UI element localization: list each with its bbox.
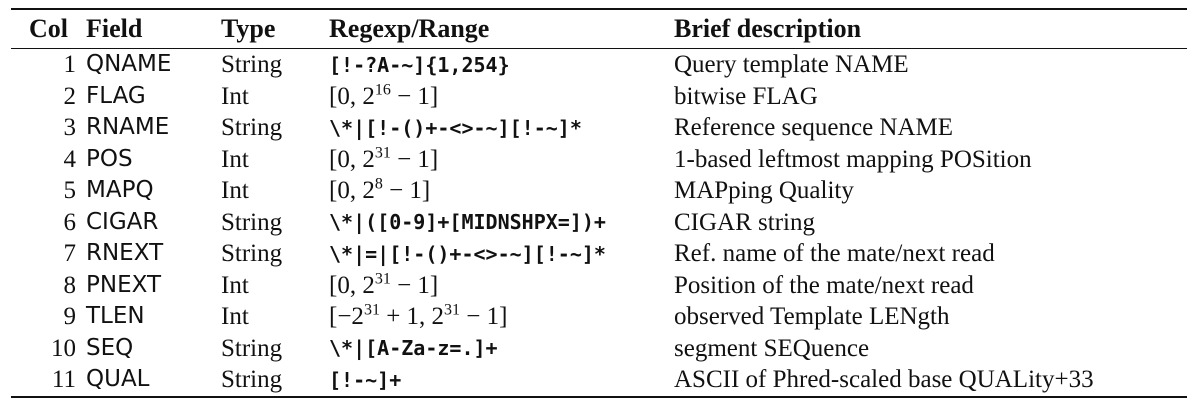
cell-description: Reference sequence NAME (674, 114, 954, 142)
cell-field: PNEXT (86, 271, 162, 298)
cell-description: observed Template LENgth (674, 303, 950, 331)
cell-regexp: \*|[!-()+-<>-~][!-~]* (329, 115, 582, 140)
cell-range: [0, 28 − 1] (329, 175, 674, 207)
cell-type: String (221, 51, 283, 79)
cell-description: Ref. name of the mate/next read (674, 240, 995, 268)
table-row: 7 RNEXT String \*|=|[!-()+-<>-~][!-~]* R… (11, 238, 1187, 270)
table-row: 2 FLAG Int [0, 216 − 1] bitwise FLAG (11, 81, 1187, 113)
cell-field: TLEN (86, 303, 145, 330)
range-base: [0, 2 (329, 177, 375, 205)
cell-type: Int (221, 82, 249, 110)
table-body: 1 QNAME String [!-?A-~]{1,254} Query tem… (11, 49, 1187, 397)
cell-col: 3 (63, 114, 77, 142)
cell-description: bitwise FLAG (674, 82, 818, 110)
range-base: [0, 2 (329, 271, 375, 299)
cell-field: MAPQ (86, 177, 154, 204)
cell-field: SEQ (86, 334, 134, 361)
cell-col: 8 (63, 271, 77, 299)
cell-col: 9 (63, 303, 77, 331)
cell-col: 4 (63, 145, 77, 173)
table-row: 1 QNAME String [!-?A-~]{1,254} Query tem… (11, 49, 1187, 81)
cell-field: POS (86, 145, 133, 172)
cell-description: Position of the mate/next read (674, 271, 974, 299)
header-field: Field (86, 14, 143, 43)
range-tail: − 1] (390, 145, 439, 173)
cell-col: 10 (51, 334, 76, 362)
cell-field: QUAL (86, 366, 150, 393)
cell-type: String (221, 208, 283, 236)
range-exponent: 8 (374, 175, 383, 193)
cell-type: String (221, 240, 283, 268)
cell-description: ASCII of Phred-scaled base QUALity+33 (674, 366, 1094, 394)
table-row: 11 QUAL String [!-~]+ ASCII of Phred-sca… (11, 364, 1187, 397)
cell-field: RNEXT (86, 240, 164, 267)
cell-description: 1-based leftmost mapping POSition (674, 145, 1032, 173)
cell-type: Int (221, 303, 249, 331)
cell-type: Int (221, 177, 249, 205)
cell-field: RNAME (86, 114, 170, 141)
cell-type: String (221, 114, 283, 142)
cell-col: 7 (63, 240, 77, 268)
cell-range: [−231 + 1, 231 − 1] (329, 301, 674, 333)
cell-range: [0, 216 − 1] (329, 81, 674, 113)
cell-col: 11 (51, 366, 76, 394)
cell-type: String (221, 334, 283, 362)
cell-regexp: \*|[A-Za-z=.]+ (329, 336, 498, 361)
range-exponent: 31 (374, 270, 391, 288)
table-row: 8 PNEXT Int [0, 231 − 1] Position of the… (11, 270, 1187, 302)
cell-col: 2 (63, 82, 77, 110)
table-row: 9 TLEN Int [−231 + 1, 231 − 1] observed … (11, 301, 1187, 333)
range-exponent: 31 (363, 301, 380, 319)
cell-regexp: [!-~]+ (329, 367, 402, 392)
cell-field: CIGAR (86, 208, 159, 235)
header-col: Col (29, 14, 68, 43)
cell-regexp: \*|([0-9]+[MIDNSHPX=])+ (329, 210, 606, 235)
cell-type: String (221, 366, 283, 394)
table-row: 5 MAPQ Int [0, 28 − 1] MAPping Quality (11, 175, 1187, 207)
table-row: 4 POS Int [0, 231 − 1] 1-based leftmost … (11, 144, 1187, 176)
cell-regexp: \*|=|[!-()+-<>-~][!-~]* (329, 241, 606, 266)
table-header: Col Field Type Regexp/Range Brief descri… (11, 9, 1187, 49)
cell-field: QNAME (86, 51, 172, 78)
range-tail: − 1] (390, 271, 439, 299)
range-tail: − 1] (382, 177, 431, 205)
sam-fields-table: Col Field Type Regexp/Range Brief descri… (11, 8, 1187, 398)
range-base: [−2 (329, 303, 364, 331)
range-base: [0, 2 (329, 145, 375, 173)
cell-regexp: [!-?A-~]{1,254} (329, 52, 510, 77)
header-brief-description: Brief description (674, 14, 862, 43)
table-row: 3 RNAME String \*|[!-()+-<>-~][!-~]* Ref… (11, 112, 1187, 144)
cell-range: [0, 231 − 1] (329, 144, 674, 176)
cell-type: Int (221, 145, 249, 173)
table-row: 6 CIGAR String \*|([0-9]+[MIDNSHPX=])+ C… (11, 207, 1187, 239)
cell-description: CIGAR string (674, 208, 815, 236)
cell-col: 5 (63, 177, 77, 205)
cell-col: 1 (63, 51, 77, 79)
cell-description: Query template NAME (674, 51, 909, 79)
range-tail: − 1] (460, 303, 508, 331)
range-exponent-2: 31 (444, 301, 461, 319)
range-tail: − 1] (390, 82, 439, 110)
range-mid: + 1, 2 (379, 303, 445, 331)
cell-range: [0, 231 − 1] (329, 270, 674, 302)
cell-description: MAPping Quality (674, 177, 854, 205)
range-base: [0, 2 (329, 82, 375, 110)
sam-fields-table-container: Col Field Type Regexp/Range Brief descri… (11, 8, 1187, 398)
header-type: Type (221, 14, 276, 43)
header-regexp-range: Regexp/Range (329, 14, 490, 43)
range-exponent: 31 (374, 144, 391, 162)
cell-description: segment SEQuence (674, 334, 870, 362)
cell-type: Int (221, 271, 249, 299)
table-row: 10 SEQ String \*|[A-Za-z=.]+ segment SEQ… (11, 333, 1187, 365)
cell-field: FLAG (86, 82, 146, 109)
range-exponent: 16 (374, 81, 391, 99)
header-row: Col Field Type Regexp/Range Brief descri… (11, 9, 1187, 49)
cell-col: 6 (63, 208, 77, 236)
